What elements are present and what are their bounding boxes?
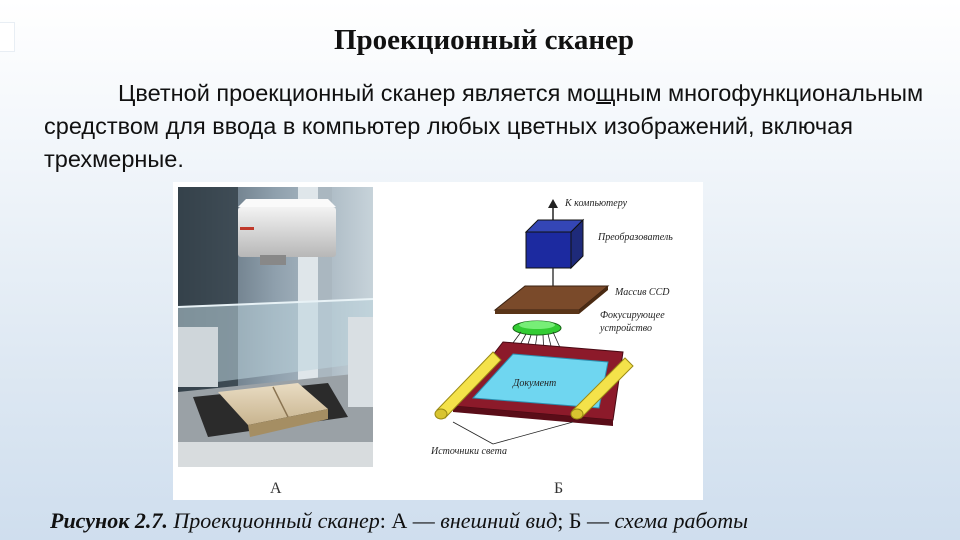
paragraph-underlined-letter: щ xyxy=(596,80,615,106)
caption-title: Проекционный сканер xyxy=(168,508,380,533)
figure-panel: А К компьютеру Преобразователь Массив CC… xyxy=(173,182,703,500)
caption-separator-a: : А — xyxy=(380,508,441,533)
caption-separator-b: ; Б — xyxy=(557,508,614,533)
label-to-computer: К компьютеру xyxy=(564,198,628,209)
paragraph-text-start: Цветной проекционный сканер является мо xyxy=(118,80,596,106)
body-paragraph: Цветной проекционный сканер является мощ… xyxy=(44,77,924,176)
converter-cube xyxy=(526,232,571,268)
slide-title: Проекционный сканер xyxy=(0,24,960,57)
figure-letter-a: А xyxy=(270,480,282,498)
output-arrow-head xyxy=(548,199,558,208)
label-converter: Преобразователь xyxy=(597,232,673,243)
caption-external-view: внешний вид xyxy=(440,508,557,533)
figure-letter-b: Б xyxy=(554,480,563,498)
scanner-schema-diagram: К компьютеру Преобразователь Массив CCD … xyxy=(413,182,703,500)
scanner-photo xyxy=(178,187,373,467)
label-focus-line1: Фокусирующее xyxy=(600,310,665,321)
label-document: Документ xyxy=(512,378,556,389)
caption-operation-scheme: схема работы xyxy=(614,508,748,533)
figure-caption: Рисунок 2.7. Проекционный сканер: А — вн… xyxy=(50,508,950,534)
label-focus-line2: устройство xyxy=(599,323,652,334)
caption-figure-number: Рисунок 2.7. xyxy=(50,508,168,533)
label-ccd: Массив CCD xyxy=(614,287,670,298)
ccd-array-plate xyxy=(495,286,608,310)
label-light-sources: Источники света xyxy=(430,446,507,457)
